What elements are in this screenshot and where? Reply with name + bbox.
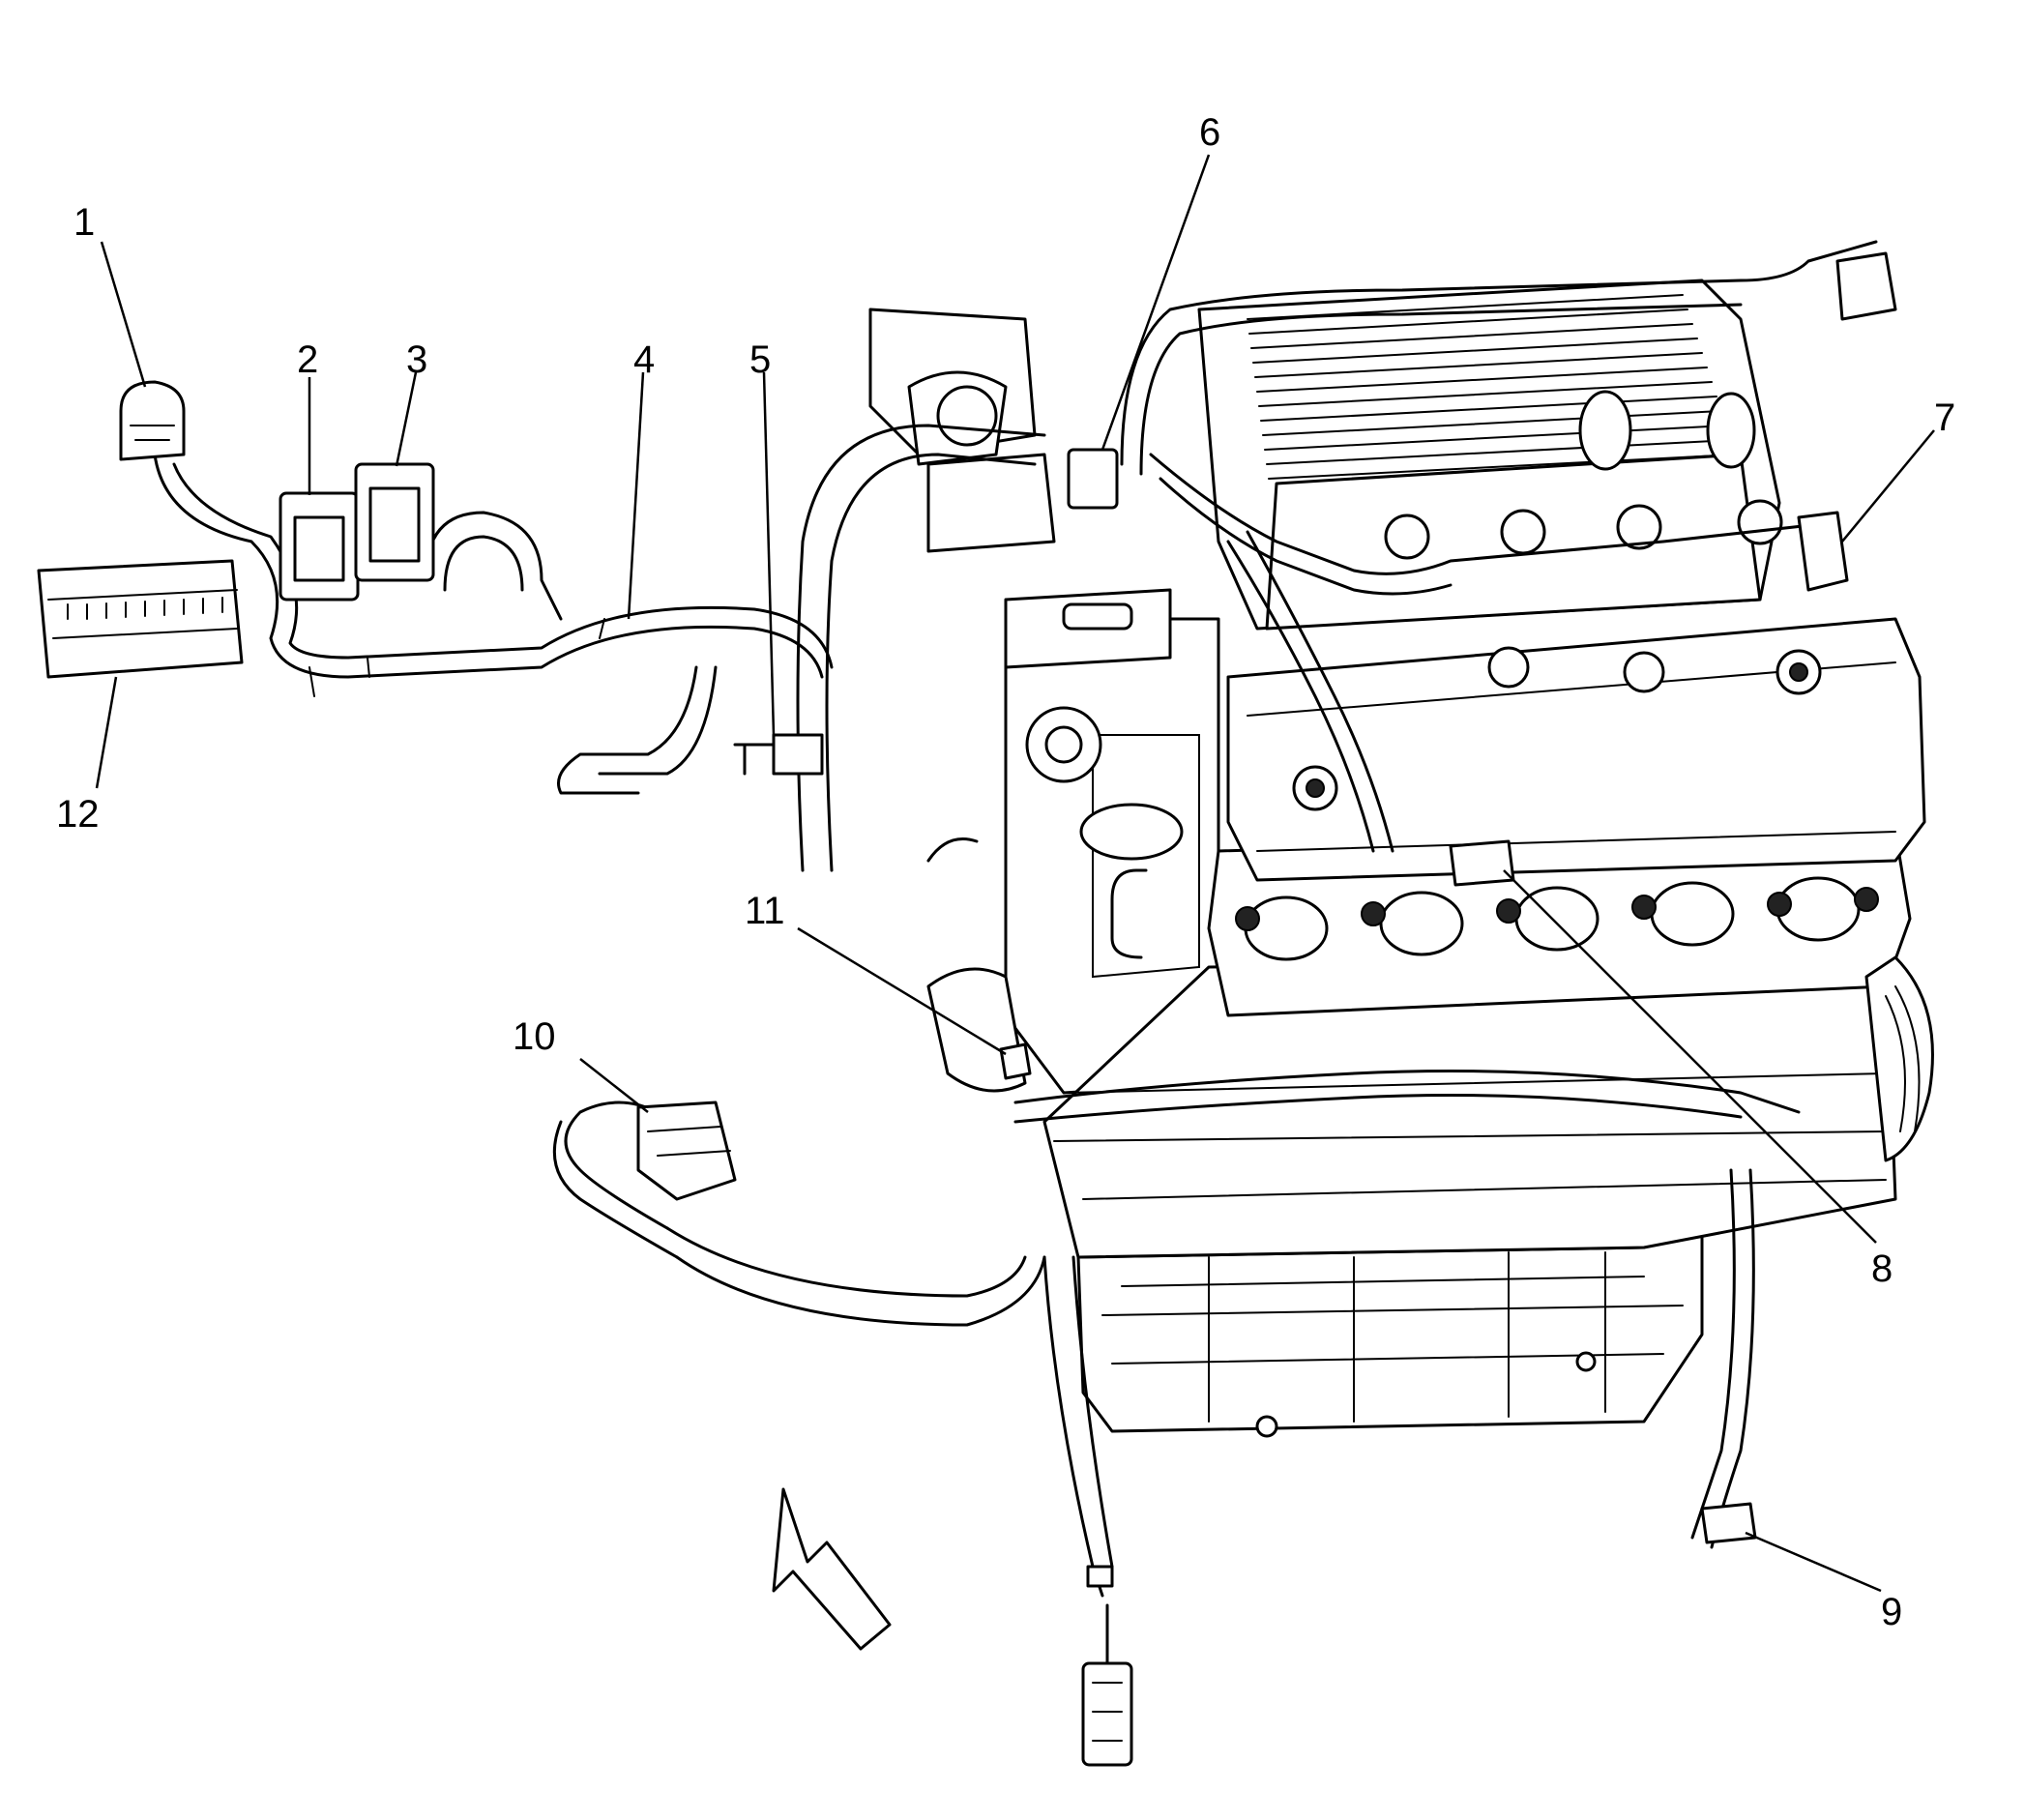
leader-1 bbox=[100, 241, 147, 388]
intake-manifold-fins bbox=[1247, 294, 1737, 480]
callout-6: 6 bbox=[1199, 111, 1220, 154]
leader-4 bbox=[627, 371, 645, 620]
callout-5: 5 bbox=[749, 338, 771, 381]
callout-3: 3 bbox=[406, 338, 427, 381]
engine-assembly bbox=[868, 279, 1934, 1438]
engine-wiring-harness bbox=[153, 240, 1878, 1598]
callout-9: 9 bbox=[1881, 1591, 1902, 1633]
leader-7 bbox=[1841, 429, 1935, 543]
callout-labels: 1 2 3 4 5 6 7 8 9 10 11 12 bbox=[56, 111, 1955, 1633]
leader-5 bbox=[762, 371, 776, 736]
callout-11: 11 bbox=[745, 890, 785, 932]
callout-8: 8 bbox=[1871, 1248, 1893, 1290]
view-direction-arrow-icon bbox=[772, 1487, 892, 1651]
leader-6 bbox=[1101, 154, 1211, 451]
leader-3 bbox=[395, 371, 418, 467]
callout-2: 2 bbox=[297, 338, 318, 381]
callout-10: 10 bbox=[513, 1015, 556, 1058]
leader-8 bbox=[1503, 869, 1877, 1244]
leader-10 bbox=[579, 1058, 649, 1113]
callout-4: 4 bbox=[633, 338, 655, 381]
leader-12 bbox=[95, 676, 118, 789]
callout-7: 7 bbox=[1934, 396, 1955, 439]
connectors bbox=[37, 251, 1897, 1767]
callout-12: 12 bbox=[56, 793, 100, 836]
leader-9 bbox=[1745, 1531, 1882, 1593]
leader-lines bbox=[95, 154, 1935, 1593]
leader-11 bbox=[797, 926, 1007, 1056]
callout-1: 1 bbox=[73, 201, 95, 244]
